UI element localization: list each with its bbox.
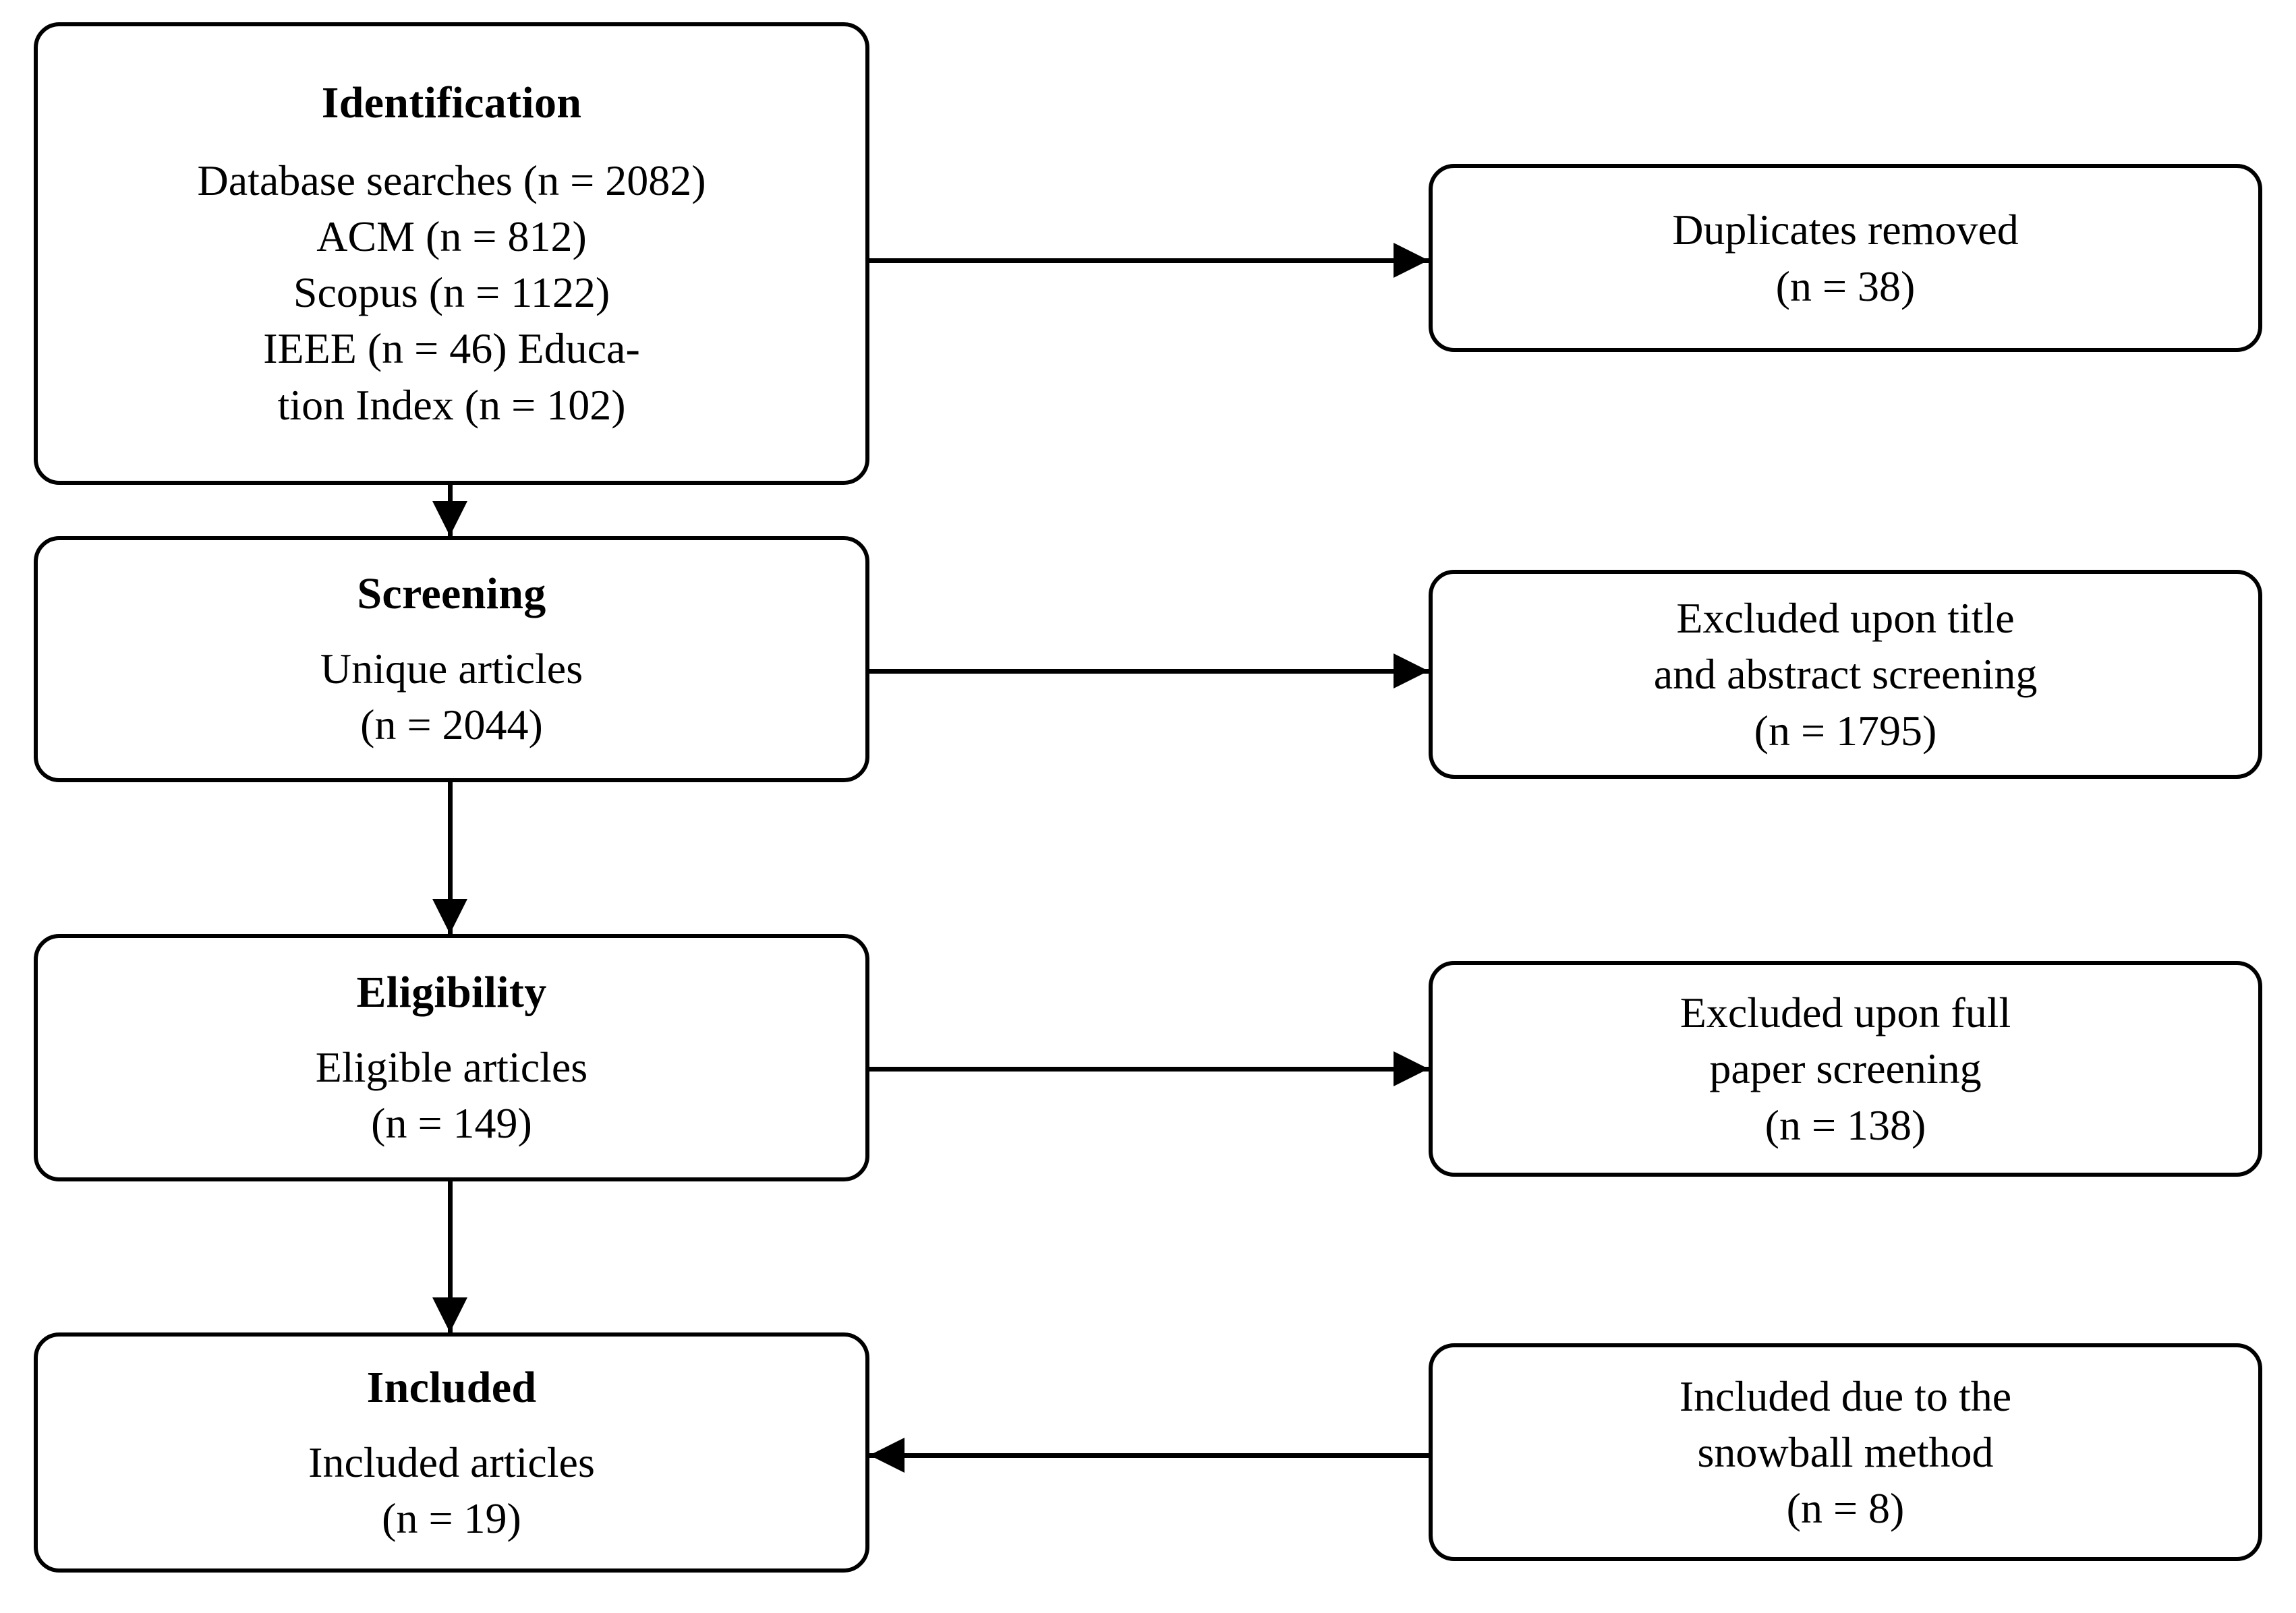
eligibility-heading: Eligibility <box>356 968 547 1018</box>
included-line-2: (n = 19) <box>382 1494 521 1542</box>
included-body: Included articles (n = 19) <box>308 1434 595 1546</box>
arrowhead-right-excluded-title <box>1394 653 1429 688</box>
arrowhead-right-duplicates <box>1394 243 1429 278</box>
node-excluded-full-paper: Excluded upon full paper screening (n = … <box>1429 961 2262 1177</box>
node-included: Included Included articles (n = 19) <box>34 1332 869 1573</box>
snowball-line-3: (n = 8) <box>1786 1484 1905 1533</box>
duplicates-body: Duplicates removed (n = 38) <box>1672 202 2019 314</box>
screening-heading: Screening <box>357 569 546 619</box>
eligibility-line-1: Eligible articles <box>315 1043 588 1092</box>
excluded-full-line-1: Excluded upon full <box>1680 989 2011 1037</box>
identification-line-4: IEEE (n = 46) Educa- <box>263 324 640 373</box>
node-excluded-title-abstract: Excluded upon title and abstract screeni… <box>1429 570 2262 779</box>
identification-line-1: Database searches (n = 2082) <box>197 156 706 204</box>
edge-eligibility-to-included <box>448 1181 453 1332</box>
identification-line-2: ACM (n = 812) <box>316 212 587 261</box>
snowball-line-1: Included due to the <box>1679 1372 2012 1420</box>
node-screening: Screening Unique articles (n = 2044) <box>34 536 869 782</box>
screening-line-1: Unique articles <box>320 645 583 693</box>
edge-eligibility-to-excluded-full <box>869 1067 1429 1072</box>
identification-line-5: tion Index (n = 102) <box>277 380 626 429</box>
identification-body: Database searches (n = 2082) ACM (n = 81… <box>198 152 706 433</box>
screening-body: Unique articles (n = 2044) <box>320 641 583 753</box>
node-eligibility: Eligibility Eligible articles (n = 149) <box>34 934 869 1181</box>
node-snowball-method: Included due to the snowball method (n =… <box>1429 1343 2262 1561</box>
identification-heading: Identification <box>321 78 582 128</box>
arrowhead-down-screening <box>432 501 467 536</box>
eligibility-body: Eligible articles (n = 149) <box>316 1039 587 1151</box>
included-line-1: Included articles <box>308 1438 595 1486</box>
excluded-title-line-2: and abstract screening <box>1653 650 2038 699</box>
arrowhead-left-included <box>869 1438 905 1473</box>
node-duplicates-removed: Duplicates removed (n = 38) <box>1429 164 2262 352</box>
arrowhead-down-included <box>432 1297 467 1332</box>
excluded-title-body: Excluded upon title and abstract screeni… <box>1654 590 2038 759</box>
edge-screening-to-eligibility <box>448 782 453 934</box>
arrowhead-right-excluded-full <box>1394 1051 1429 1086</box>
node-identification: Identification Database searches (n = 20… <box>34 22 869 485</box>
edge-identification-to-duplicates <box>869 258 1429 263</box>
snowball-body: Included due to the snowball method (n =… <box>1680 1368 2011 1537</box>
eligibility-line-2: (n = 149) <box>371 1099 532 1148</box>
snowball-line-2: snowball method <box>1697 1428 1994 1476</box>
screening-line-2: (n = 2044) <box>360 701 543 749</box>
excluded-full-line-2: paper screening <box>1709 1045 1982 1093</box>
excluded-full-body: Excluded upon full paper screening (n = … <box>1680 985 2011 1153</box>
arrowhead-down-eligibility <box>432 899 467 934</box>
identification-line-3: Scopus (n = 1122) <box>293 268 610 317</box>
included-heading: Included <box>366 1362 537 1412</box>
duplicates-line-2: (n = 38) <box>1775 262 1916 310</box>
edge-screening-to-excluded-title <box>869 669 1429 674</box>
duplicates-line-1: Duplicates removed <box>1672 206 2019 254</box>
excluded-title-line-3: (n = 1795) <box>1754 706 1937 755</box>
edge-snowball-to-included <box>869 1453 1429 1458</box>
excluded-title-line-1: Excluded upon title <box>1676 594 2015 643</box>
excluded-full-line-3: (n = 138) <box>1764 1101 1926 1149</box>
